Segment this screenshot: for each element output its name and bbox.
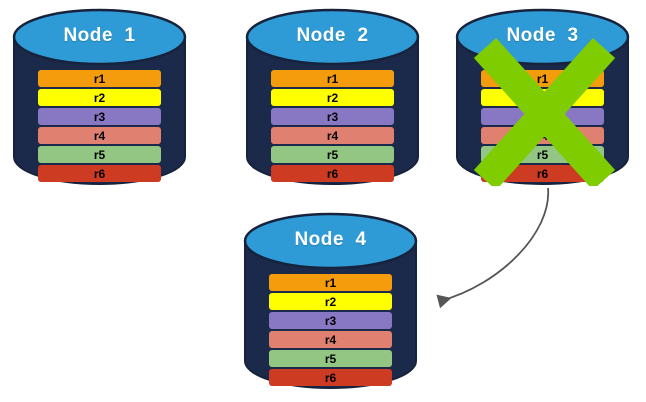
record-bar-r1[interactable]: r1: [481, 70, 604, 87]
record-bar-r6[interactable]: r6: [271, 165, 394, 182]
record-bar-r2[interactable]: r2: [269, 293, 392, 310]
record-list: r1 r2 r3 r4 r5 r6: [12, 70, 187, 182]
record-bar-r2[interactable]: r2: [38, 89, 161, 106]
record-bar-r4[interactable]: r4: [481, 127, 604, 144]
record-bar-r2[interactable]: r2: [481, 89, 604, 106]
record-bar-r2[interactable]: r2: [271, 89, 394, 106]
record-bar-r1[interactable]: r1: [269, 274, 392, 291]
record-bar-r4[interactable]: r4: [38, 127, 161, 144]
record-list: r1 r2 r3 r4 r5 r6: [455, 70, 630, 182]
record-bar-r4[interactable]: r4: [271, 127, 394, 144]
record-bar-r4[interactable]: r4: [269, 331, 392, 348]
record-bar-r3[interactable]: r3: [38, 108, 161, 125]
record-bar-r1[interactable]: r1: [38, 70, 161, 87]
record-bar-r5[interactable]: r5: [269, 350, 392, 367]
record-bar-r6[interactable]: r6: [38, 165, 161, 182]
record-bar-r1[interactable]: r1: [271, 70, 394, 87]
record-bar-r6[interactable]: r6: [481, 165, 604, 182]
record-list: r1 r2 r3 r4 r5 r6: [245, 70, 420, 182]
record-list: r1 r2 r3 r4 r5 r6: [243, 274, 418, 386]
record-bar-r3[interactable]: r3: [481, 108, 604, 125]
record-bar-r5[interactable]: r5: [271, 146, 394, 163]
record-bar-r3[interactable]: r3: [269, 312, 392, 329]
record-bar-r6[interactable]: r6: [269, 369, 392, 386]
record-bar-r3[interactable]: r3: [271, 108, 394, 125]
record-bar-r5[interactable]: r5: [481, 146, 604, 163]
record-bar-r5[interactable]: r5: [38, 146, 161, 163]
